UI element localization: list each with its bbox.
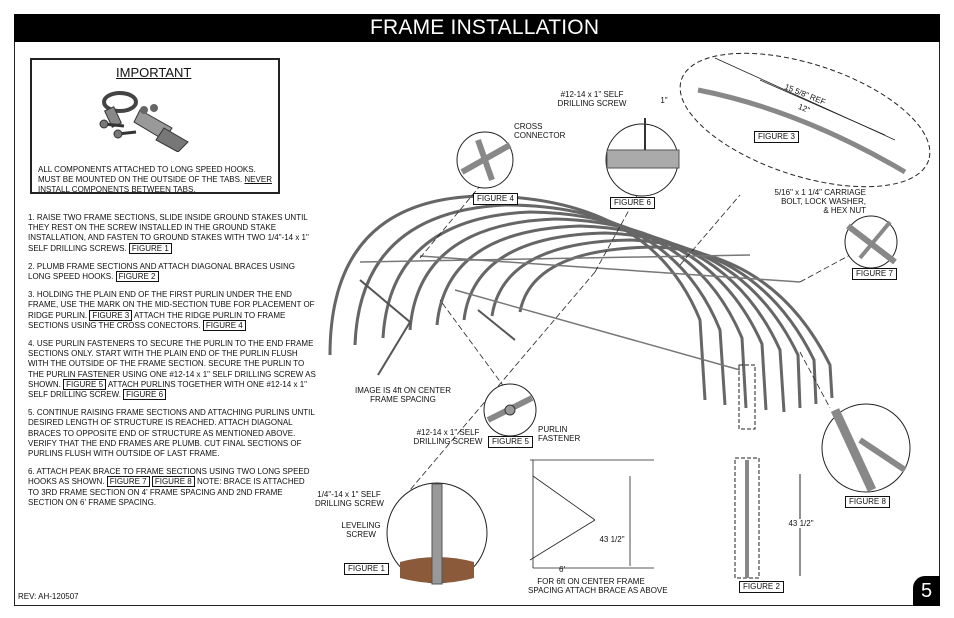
step-3-text-2: ATTACH THE RIDGE PURLIN TO FRAME SECTION…: [28, 310, 286, 330]
important-text-pre: ALL COMPONENTS ATTACHED TO LONG SPEED HO…: [38, 165, 256, 184]
step-4: 4. USE PURLIN FASTENERS TO SECURE THE PU…: [28, 339, 316, 401]
step-6-figure-ref-2: FIGURE 8: [151, 476, 195, 488]
step-1-text: 1. RAISE TWO FRAME SECTIONS, SLIDE INSID…: [28, 213, 309, 253]
diagonal-braces: [359, 279, 516, 376]
step-2: 2. PLUMB FRAME SECTIONS AND ATTACH DIAGO…: [28, 261, 316, 283]
page-title: FRAME INSTALLATION: [370, 16, 600, 39]
step-6-text: 6. ATTACH PEAK BRACE TO FRAME SECTIONS U…: [28, 467, 310, 487]
step-2-figure-ref: FIGURE 2: [115, 271, 159, 283]
step-5-text: 5. CONTINUE RAISING FRAME SECTIONS AND A…: [28, 408, 315, 459]
step-2-text: 2. PLUMB FRAME SECTIONS AND ATTACH DIAGO…: [28, 261, 296, 282]
self-drilling-screw-low-label: 1/4"-14 x 1" SELF DRILLING SCREW: [315, 490, 384, 508]
important-text-never: NEVER: [244, 175, 272, 184]
self-drilling-screw-top-label: #12-14 x 1" SELF DRILLING SCREW: [557, 90, 627, 108]
self-drilling-screw-mid-label: #12-14 x 1" SELF DRILLING SCREW: [413, 428, 483, 446]
step-3: 3. HOLDING THE PLAIN END OF THE FIRST PU…: [28, 290, 316, 331]
carriage-bolt-label: 5/16" x 1 1/4" CARRIAGE BOLT, LOCK WASHE…: [774, 188, 867, 215]
step-6-text-3: NOTE: BRACE IS ATTACHED TO 3RD FRAME SEC…: [28, 477, 305, 507]
step-1-figure-ref: FIGURE 1: [128, 242, 172, 254]
step-4-figure-ref: FIGURE 5: [63, 378, 107, 390]
leveling-screw-label: LEVELING SCREW: [341, 521, 381, 539]
step-5: 5. CONTINUE RAISING FRAME SECTIONS AND A…: [28, 408, 316, 459]
purlin-fastener-label: PURLIN FASTENER: [538, 425, 581, 443]
figure-8-tag: FIGURE 8: [845, 496, 890, 508]
step-1: 1. RAISE TWO FRAME SECTIONS, SLIDE INSID…: [28, 213, 316, 254]
step-3-figure-ref: FIGURE 3: [89, 309, 133, 321]
fig3-dimension: [714, 57, 896, 141]
purlins: [359, 254, 801, 371]
important-box: IMPORTANT ALL COMPONENTS ATTACHED TO LON…: [30, 58, 280, 194]
revision-label: REV: AH-120507: [18, 592, 79, 601]
figure-7-tag: FIGURE 7: [852, 268, 897, 280]
step-4-figure-ref-2: FIGURE 6: [123, 389, 167, 401]
important-text-post: INSTALL COMPONENTS BETWEEN TABS.: [38, 185, 196, 194]
page-number: 5: [913, 576, 940, 606]
important-title: IMPORTANT: [116, 65, 192, 80]
frame-arches: [328, 194, 834, 413]
step-3-figure-ref-2: FIGURE 4: [202, 319, 246, 331]
dim-43-b: 43 1/2": [784, 519, 818, 528]
one-inch-dimension: 1": [660, 96, 668, 105]
step-4-text-2: ATTACH PURLINS TOGETHER WITH ONE #12-14 …: [28, 379, 307, 400]
figure-2-tag: FIGURE 2: [739, 581, 784, 593]
brace-note: FOR 6ft ON CENTER FRAME SPACING ATTACH B…: [528, 577, 668, 595]
step-4-text: 4. USE PURLIN FASTENERS TO SECURE THE PU…: [28, 339, 316, 389]
step-3-text: 3. HOLDING THE PLAIN END OF THE FIRST PU…: [28, 290, 315, 320]
speed-hook-illustration: [99, 91, 189, 152]
figure-4-tag: FIGURE 4: [473, 193, 518, 205]
dim-6ft: 6': [559, 565, 565, 574]
figure-1-tag: FIGURE 1: [344, 563, 389, 575]
instruction-steps: 1. RAISE TWO FRAME SECTIONS, SLIDE INSID…: [28, 213, 316, 516]
figure-6-tag: FIGURE 6: [610, 197, 655, 209]
cross-connector-label: CROSS CONNECTOR: [514, 122, 566, 140]
step-6: 6. ATTACH PEAK BRACE TO FRAME SECTIONS U…: [28, 467, 316, 508]
important-text: ALL COMPONENTS ATTACHED TO LONG SPEED HO…: [38, 165, 276, 195]
title-bar: FRAME INSTALLATION: [14, 14, 940, 42]
figure-5-tag: FIGURE 5: [488, 436, 533, 448]
fig2-brace-diagram: [529, 459, 654, 569]
dim-43-a: 43 1/2": [599, 535, 625, 544]
step-6-figure-ref: FIGURE 7: [106, 476, 150, 488]
spacing-note: IMAGE IS 4ft ON CENTER FRAME SPACING: [355, 386, 452, 404]
figure-3-tag: FIGURE 3: [754, 131, 799, 143]
